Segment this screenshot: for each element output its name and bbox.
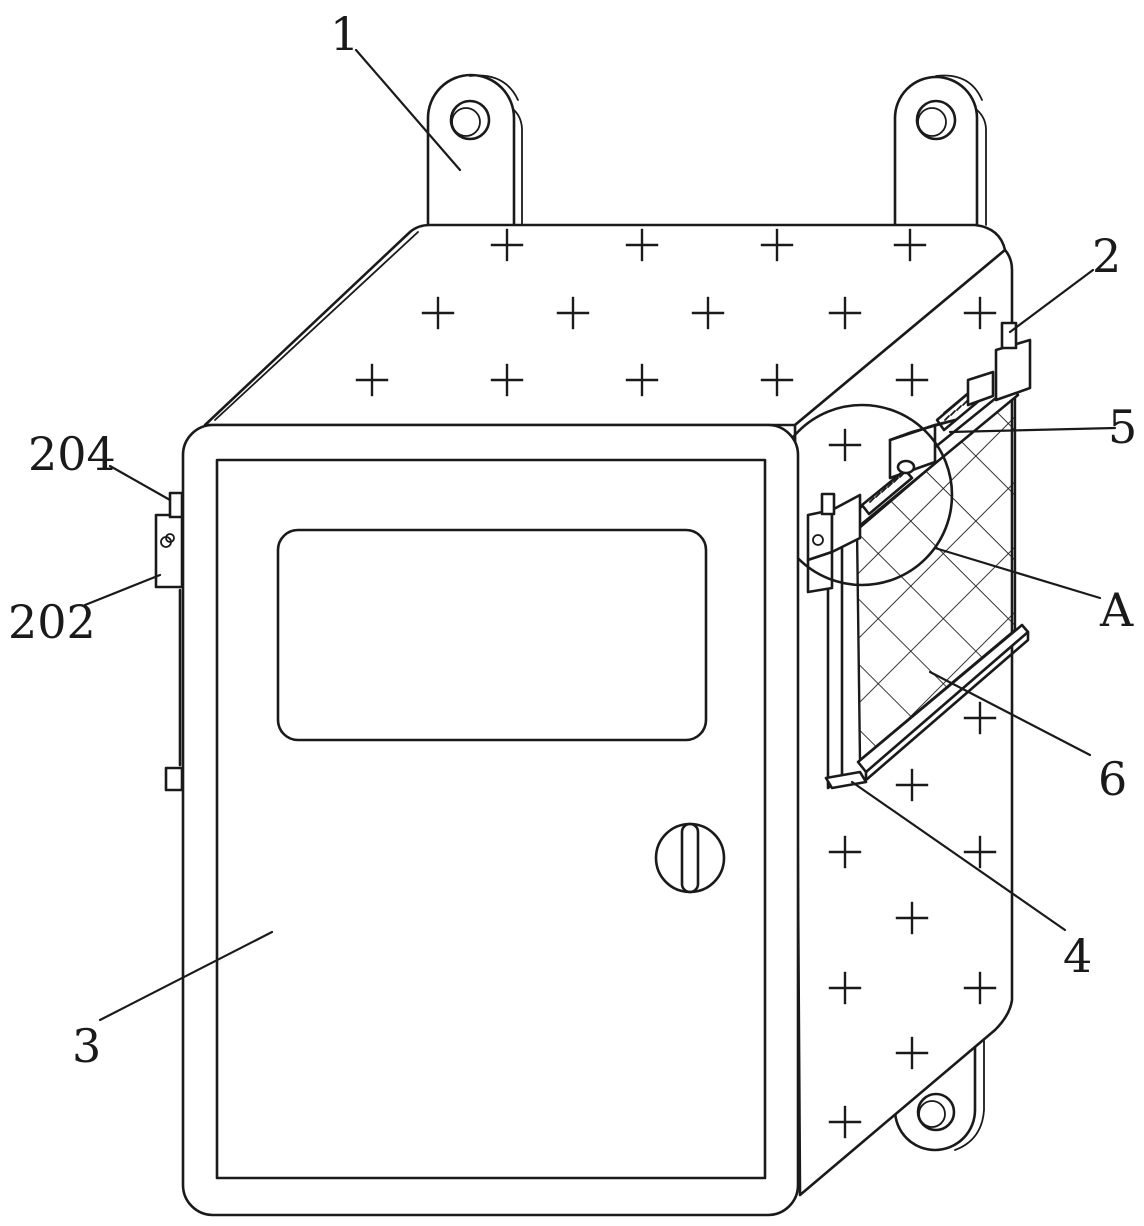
right-lug-hole	[915, 99, 957, 141]
plus-mark	[828, 428, 862, 462]
plus-mark	[963, 296, 997, 330]
plus-mark	[828, 296, 862, 330]
plus-mark	[828, 971, 862, 1005]
left-top-lug	[426, 73, 516, 225]
label-1: 1	[330, 7, 359, 61]
door-window	[276, 528, 708, 742]
label-202: 202	[8, 595, 96, 649]
door-lock-icon	[654, 822, 726, 894]
label-2: 2	[1092, 229, 1121, 283]
label-3: 3	[72, 1019, 101, 1073]
plus-mark	[691, 296, 725, 330]
threaded-rod-assembly	[806, 321, 1032, 594]
top-hanging-lugs	[426, 73, 987, 226]
plus-mark	[895, 901, 929, 935]
plus-mark	[963, 701, 997, 735]
vent-plus-marks	[355, 228, 997, 1139]
cabinet-door	[215, 458, 767, 1180]
part-labels: 1 2 5 A 6 4 3 204 202	[8, 7, 1137, 1073]
cabinet-front-face	[181, 423, 800, 1217]
plus-mark	[490, 363, 524, 397]
bottom-lug-hole	[916, 1092, 956, 1132]
left-latch	[154, 491, 184, 792]
plus-mark	[828, 835, 862, 869]
plus-mark	[963, 971, 997, 1005]
plus-mark	[895, 363, 929, 397]
plus-mark	[625, 363, 659, 397]
label-5: 5	[1108, 400, 1137, 454]
label-204: 204	[28, 427, 116, 481]
label-4: 4	[1063, 929, 1092, 983]
cabinet-top-face	[203, 223, 1007, 427]
label-6: 6	[1098, 752, 1127, 806]
leader-lines	[83, 48, 1117, 1022]
plus-mark	[895, 1036, 929, 1070]
plus-mark	[490, 228, 524, 262]
left-lug-hole	[449, 99, 491, 141]
plus-mark	[893, 228, 927, 262]
plus-mark	[963, 835, 997, 869]
plus-mark	[895, 768, 929, 802]
plus-mark	[556, 296, 590, 330]
plus-mark	[760, 228, 794, 262]
plus-mark	[625, 228, 659, 262]
label-a: A	[1099, 583, 1134, 637]
plus-mark	[421, 296, 455, 330]
right-top-lug	[893, 75, 979, 225]
plus-mark	[355, 363, 389, 397]
plus-mark	[828, 1105, 862, 1139]
plus-mark	[760, 363, 794, 397]
